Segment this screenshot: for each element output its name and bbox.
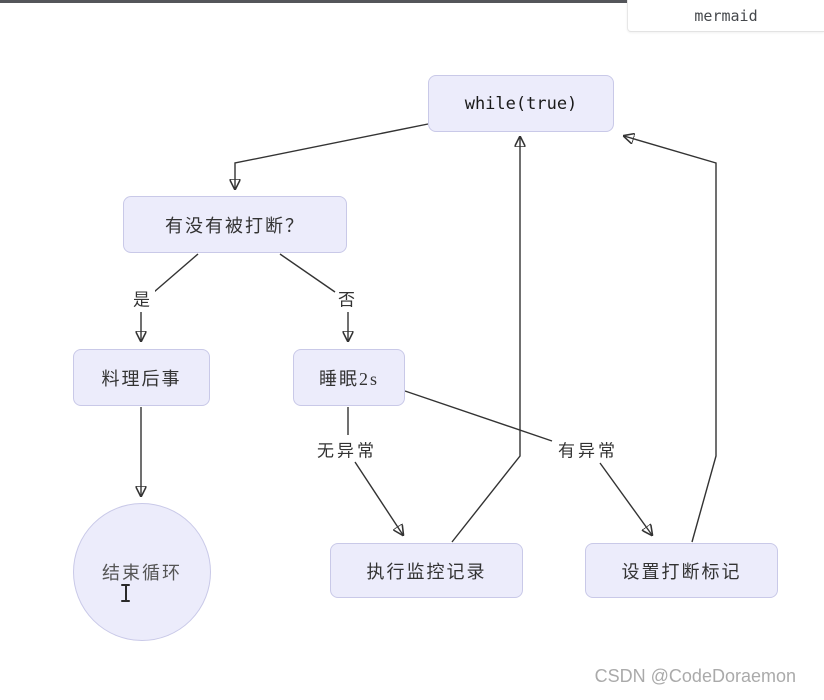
flowchart-node-while-true: while(true) (428, 75, 614, 132)
edge-sleep-to-flag-lower (599, 462, 652, 535)
flowchart-node-monitor-record: 执行监控记录 (330, 543, 523, 598)
edge-label-yes: 是 (131, 285, 155, 311)
node-label: 设置打断标记 (621, 561, 742, 582)
node-label: while(true) (464, 93, 578, 114)
flowchart-node-end-loop: 结束循环 (73, 503, 211, 641)
node-label: 有没有被打断？ (165, 215, 305, 236)
code-language-tag: mermaid (627, 0, 824, 32)
flowchart-node-set-interrupt-flag: 设置打断标记 (585, 543, 778, 598)
flowchart-node-sleep-2s: 睡眠2s (293, 349, 405, 406)
node-label: 料理后事 (101, 368, 182, 389)
edge-label-no-exception: 无异常 (315, 436, 379, 462)
edge-label-has-exception: 有异常 (556, 436, 620, 462)
code-block-top-border (0, 0, 627, 3)
edge-check-to-sleep-upper (279, 253, 336, 293)
node-label: 睡眠2s (318, 368, 379, 389)
flowchart-node-interrupt-check: 有没有被打断？ (123, 196, 347, 253)
csdn-watermark: CSDN @CodeDoraemon (594, 666, 796, 686)
edge-sleep-to-flag-upper (404, 390, 553, 442)
edge-monitor-to-while (451, 137, 520, 543)
text-cursor-icon (120, 584, 131, 602)
edge-sleep-to-monitor-lower (354, 461, 403, 535)
edge-while-to-check (235, 123, 429, 189)
edge-label-no: 否 (336, 285, 360, 311)
node-label: 执行监控记录 (366, 561, 487, 582)
code-language-label: mermaid (694, 6, 758, 25)
edge-check-to-aftermath-upper (153, 253, 199, 293)
text-cursor-bottom-serif (121, 600, 130, 602)
flowchart-node-aftermath: 料理后事 (73, 349, 210, 406)
edge-flag-to-while (624, 136, 717, 543)
node-label: 结束循环 (102, 563, 182, 583)
text-cursor-stem (124, 585, 127, 601)
